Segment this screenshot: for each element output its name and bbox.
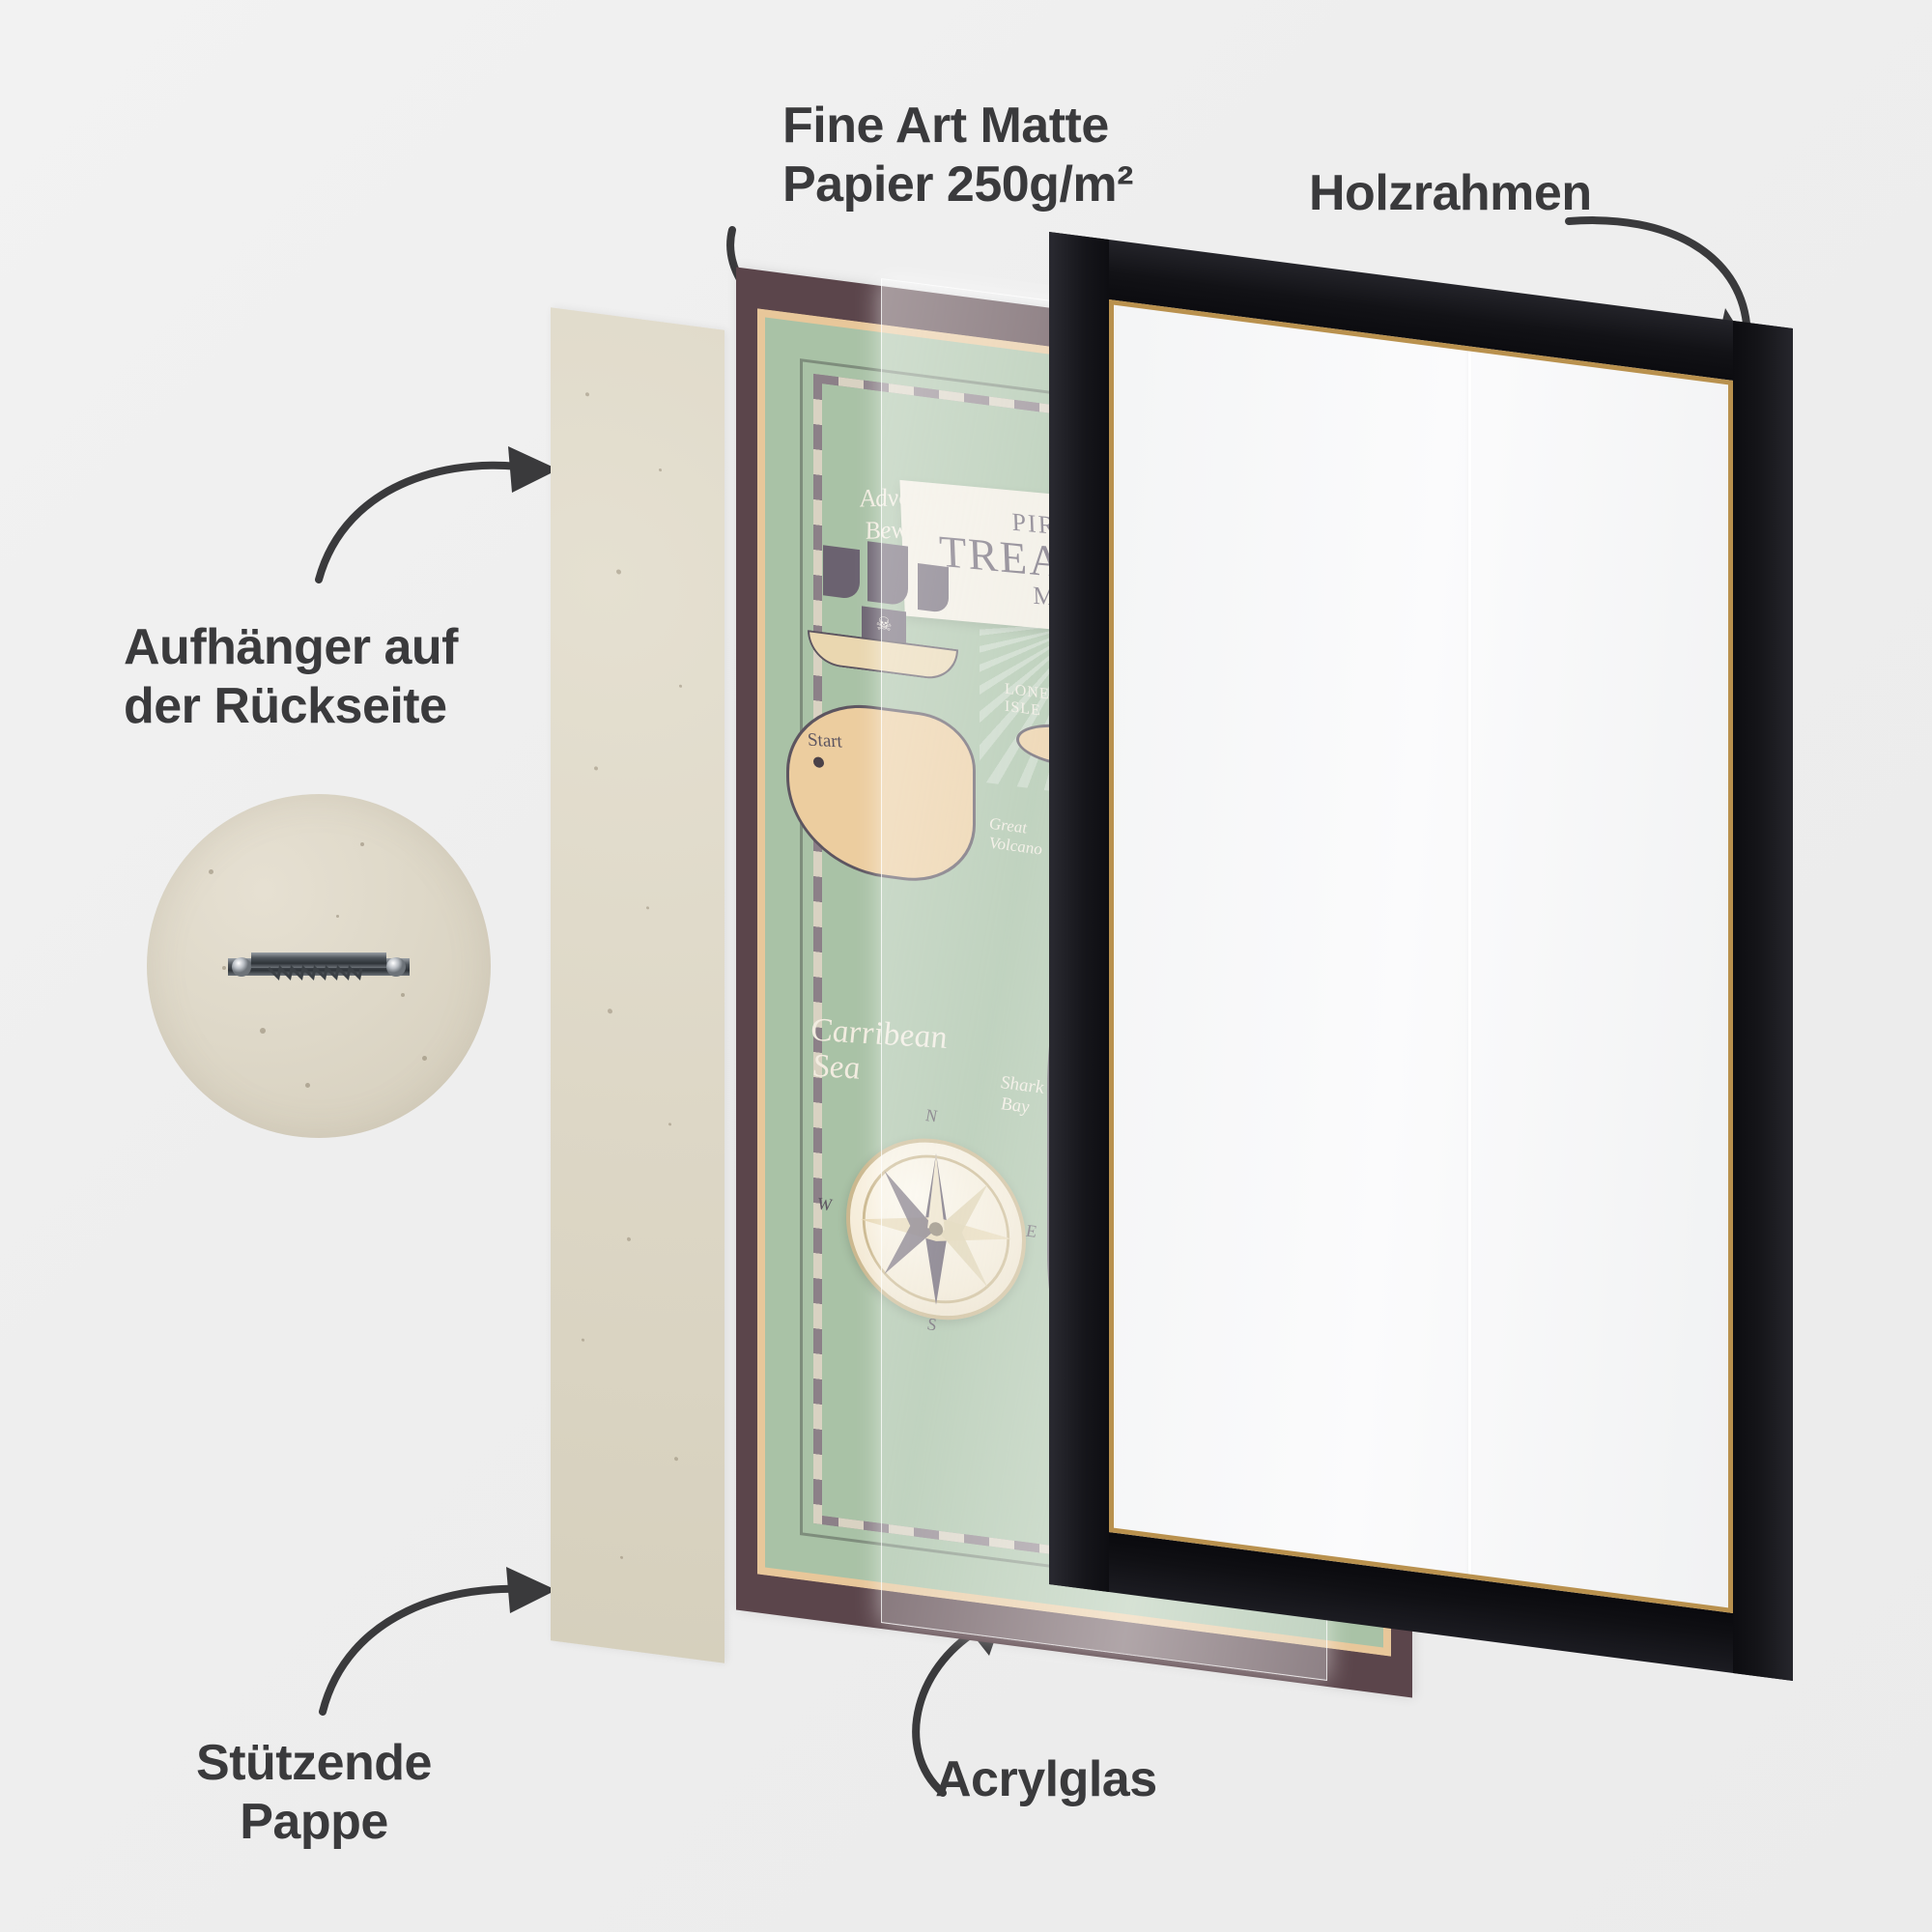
map-label-start: Start	[807, 729, 843, 753]
arrow-to-board-top-icon	[315, 446, 558, 583]
arrow-to-board-bottom-icon	[319, 1567, 556, 1716]
wooden-frame-layer	[1049, 231, 1793, 1682]
support-cardboard-layer	[551, 307, 724, 1663]
label-acrylic-glass: Acrylglas	[935, 1751, 1157, 1807]
sawtooth-hanger-icon	[228, 952, 410, 981]
label-support-board: Stützende Pappe	[196, 1735, 432, 1851]
label-wooden-frame: Holzrahmen	[1309, 165, 1592, 221]
label-fine-art-paper: Fine Art Matte Papier 250g/m²	[782, 98, 1133, 213]
label-rear-hanger: Aufhänger auf der Rückseite	[124, 619, 458, 735]
compass-west-label: W	[817, 1193, 832, 1215]
hanger-detail-circle	[147, 794, 491, 1138]
